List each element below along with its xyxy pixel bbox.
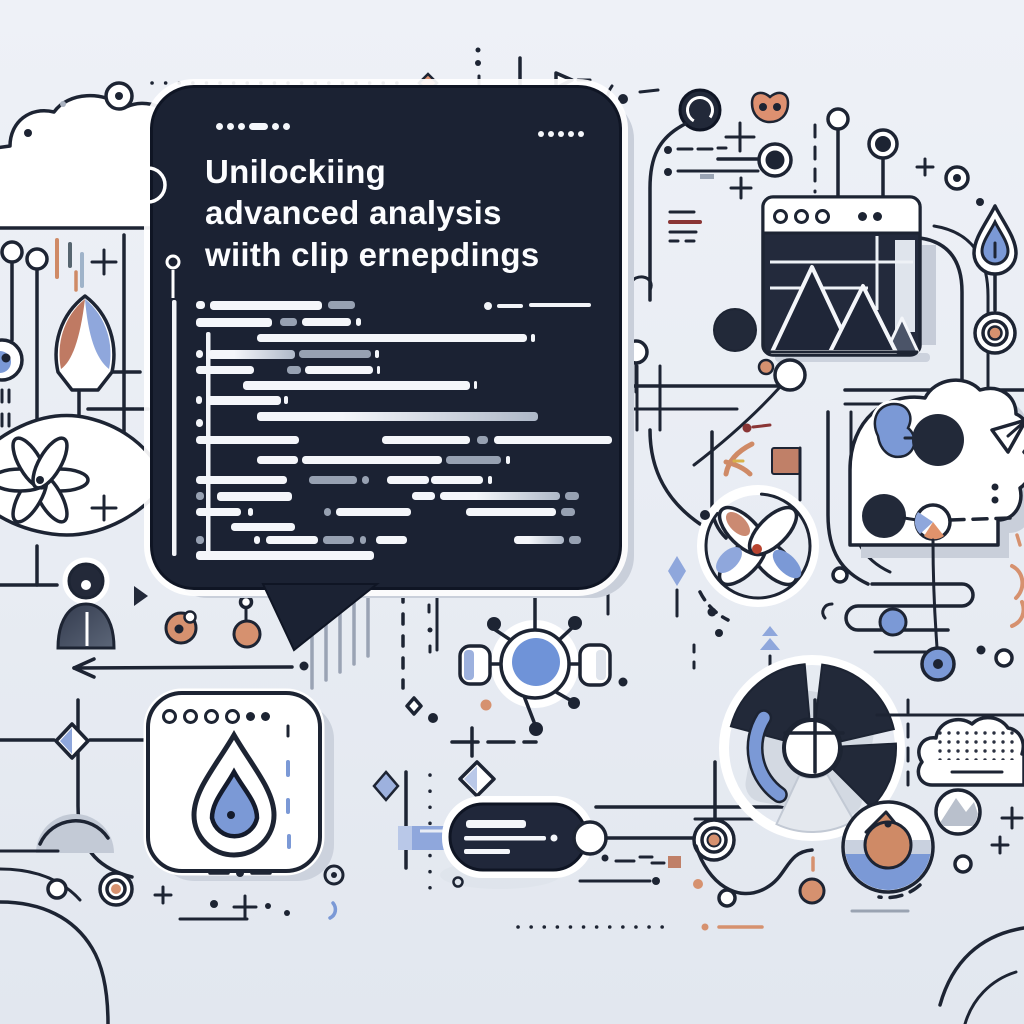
plus-icon	[90, 494, 118, 522]
bean-icon	[164, 610, 198, 645]
quote-marks	[0, 388, 11, 428]
target-small-icon	[757, 142, 793, 178]
orange-crescents-icon	[1010, 533, 1024, 628]
red-pin-icon	[742, 423, 772, 433]
browser-window-icon	[761, 107, 936, 362]
refresh-ball-icon	[841, 800, 935, 900]
play-triangle-icon	[134, 586, 148, 606]
lips-icon	[750, 91, 790, 124]
eye-flower-icon	[0, 413, 168, 537]
hub-node-icon	[458, 596, 612, 736]
droplet-card-icon	[143, 688, 334, 881]
tag-capsule-icon	[398, 796, 696, 878]
list-icon	[668, 210, 702, 243]
half-disc-icon	[0, 814, 114, 853]
pinwheel-gear-icon	[719, 655, 905, 841]
cloud-head-icon	[848, 378, 1024, 650]
plus-icon	[90, 248, 118, 276]
plus-icon	[1000, 806, 1024, 830]
dash-dot-rows	[664, 146, 760, 179]
bullseye-icon	[692, 760, 736, 862]
rust-square-icon	[771, 446, 802, 502]
speech-tail	[261, 583, 380, 652]
mountain-circle-icon	[934, 788, 982, 836]
long-lines-bottom	[452, 805, 910, 931]
panel-edge-ring-icon	[129, 166, 167, 204]
bird-arrow-icon	[723, 441, 755, 477]
plus-icon	[729, 176, 753, 200]
diamond-icon	[0, 722, 150, 760]
hanging-pin-icon	[232, 594, 262, 649]
wave-line	[694, 844, 814, 896]
flag-icon	[554, 71, 574, 90]
plus-icon	[724, 121, 756, 153]
panel-edge-pin-icon	[165, 254, 181, 270]
arrow-left-icon	[72, 657, 309, 679]
corner-arcs-bottomright	[938, 926, 1024, 1024]
plus-icon	[990, 835, 1010, 855]
bottom-left-marks	[46, 864, 345, 921]
node-ring-icon	[648, 88, 722, 302]
cloud-bottomright-icon	[916, 715, 1024, 787]
droplet-pin-icon	[972, 204, 1018, 355]
blue-blob-icon	[873, 402, 916, 459]
tulip-icon	[54, 294, 116, 424]
blue-dashes	[286, 724, 291, 849]
paper-plane-icon	[990, 418, 1024, 454]
stacked-lines-icon	[844, 582, 1014, 682]
salmon-dot-icon	[798, 877, 826, 905]
cloud-topleft-icon	[0, 81, 199, 230]
knot-flower-icon	[697, 485, 849, 607]
person-icon	[56, 557, 116, 650]
dash-cross	[450, 726, 538, 758]
plus-icon	[915, 157, 935, 177]
